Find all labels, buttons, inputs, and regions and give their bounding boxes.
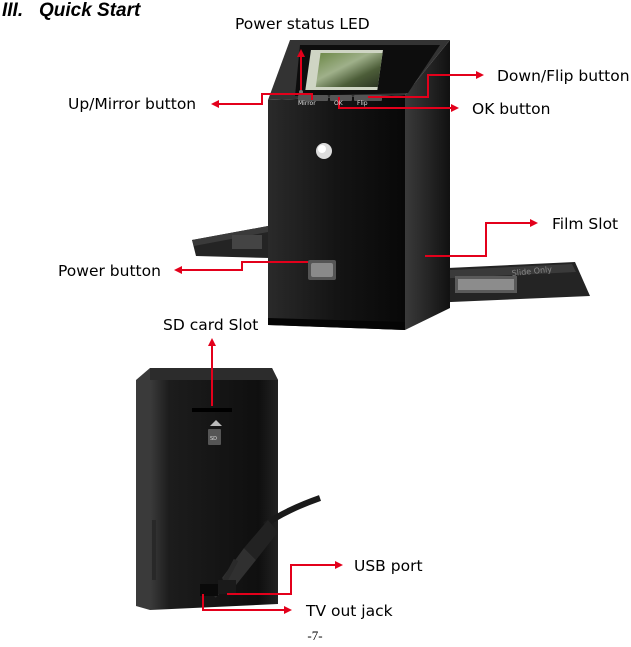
arrow-tv-out bbox=[202, 594, 292, 614]
tv-out-port bbox=[200, 584, 218, 596]
scanner-front bbox=[268, 95, 405, 330]
mirror-text: Mirror bbox=[298, 100, 316, 107]
sd-arrow-icon bbox=[210, 420, 222, 426]
section-number: III. bbox=[2, 0, 24, 21]
scanner-back-face bbox=[150, 368, 278, 610]
label-sd-card-slot: SD card Slot bbox=[163, 316, 259, 334]
sd-card-icon bbox=[208, 429, 221, 445]
section-title: Quick Start bbox=[38, 0, 141, 21]
scanner-front-view: Slide Only bbox=[192, 40, 590, 330]
sd-slot-shape bbox=[192, 408, 232, 412]
page-number: -7- bbox=[307, 628, 323, 643]
arrow-ok bbox=[338, 97, 459, 112]
label-tv-out-jack: TV out jack bbox=[306, 602, 393, 620]
ok-text: OK bbox=[334, 100, 343, 107]
ok-button-shape bbox=[330, 95, 352, 101]
scanner-side bbox=[405, 40, 450, 330]
arrow-film-slot bbox=[425, 219, 538, 257]
arrow-usb-port bbox=[227, 561, 343, 595]
label-up-mirror-button: Up/Mirror button bbox=[68, 95, 197, 113]
section-heading: III. Quick Start bbox=[2, 0, 140, 22]
label-down-flip-button: Down/Flip button bbox=[497, 67, 630, 85]
slide-only-text: Slide Only bbox=[511, 265, 552, 278]
label-ok-button: OK button bbox=[472, 100, 551, 118]
arrow-up-mirror bbox=[211, 93, 313, 108]
label-power-status-led: Power status LED bbox=[235, 15, 370, 33]
arrow-down-flip bbox=[368, 71, 484, 98]
film-window-left bbox=[232, 235, 262, 249]
label-power-button: Power button bbox=[58, 262, 161, 280]
usb-port-shape bbox=[218, 580, 236, 594]
arrow-power-button bbox=[174, 261, 308, 274]
label-film-slot: Film Slot bbox=[552, 215, 619, 233]
label-usb-port: USB port bbox=[354, 557, 423, 575]
flip-text: Flip bbox=[357, 100, 368, 107]
scanner-back-view: SD bbox=[136, 368, 321, 610]
annotation-lines bbox=[174, 49, 538, 614]
sd-icon-text: SD bbox=[210, 436, 217, 442]
